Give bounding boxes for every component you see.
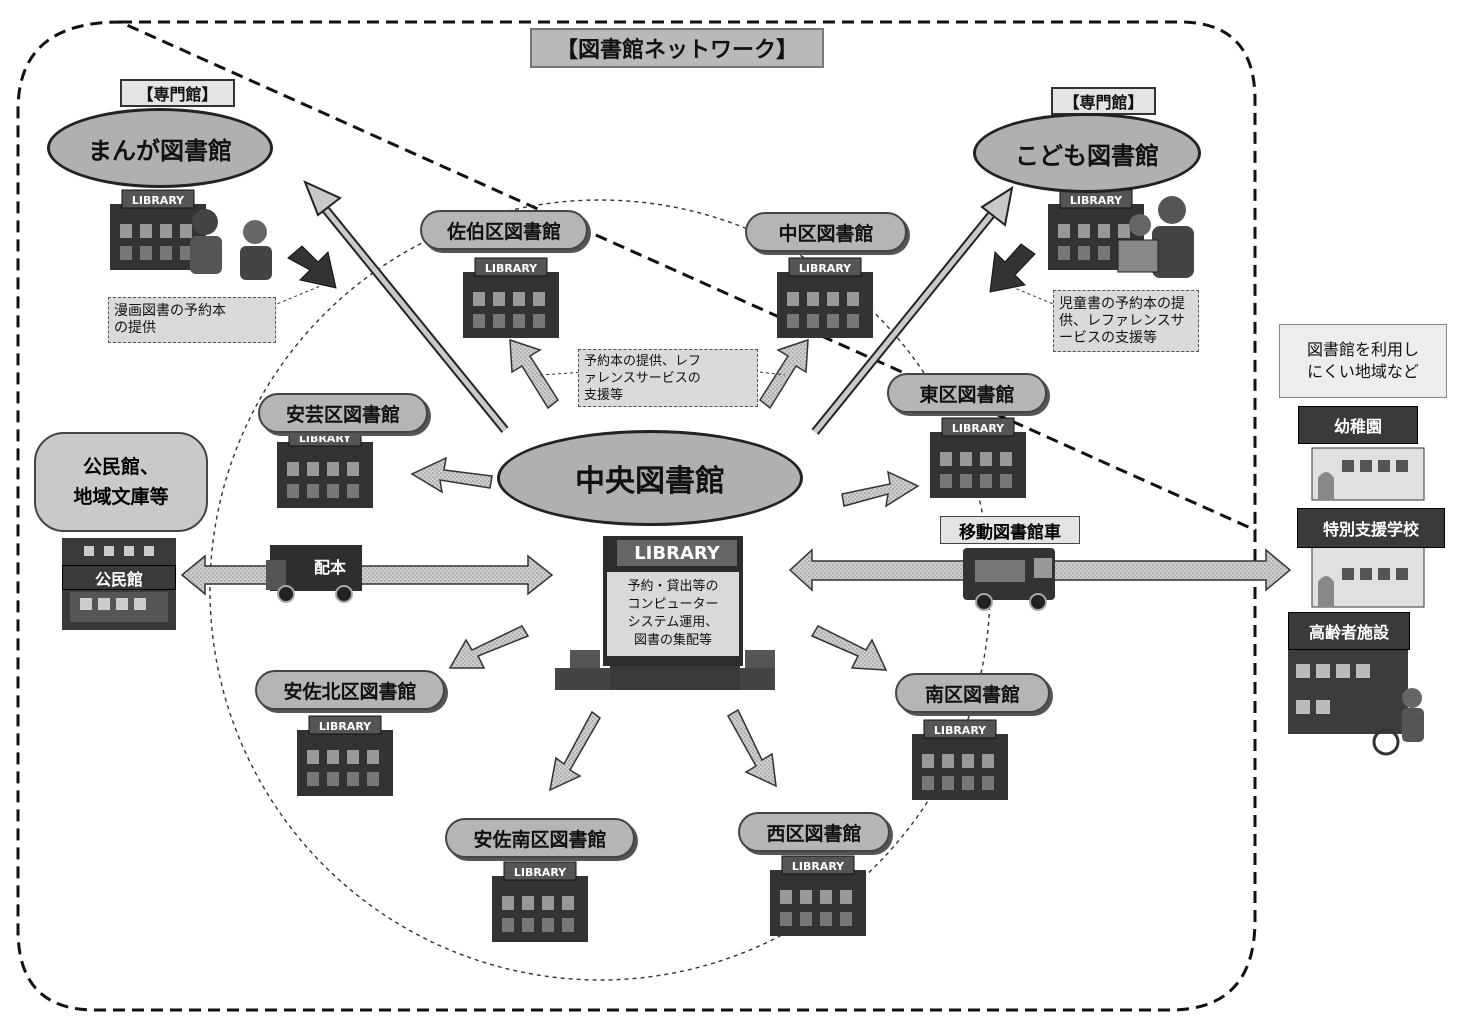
kodomo-library-name: こども図書館 [1015,141,1159,170]
outreach-buildings [1288,447,1425,756]
manga-library-building: LIBRARY [110,189,206,270]
saeki-building-sign: LIBRARY [485,262,538,275]
higashi-label: 東区図書館 [919,383,1015,406]
arrow-to-asaminami [548,710,601,792]
aki-library-building: LIBRARY [277,427,373,508]
kodomo-tag-text: 【専門館】 [1063,93,1144,112]
minami-label: 南区図書館 [924,683,1020,706]
arrow-to-saeki [509,338,559,410]
arrow-to-kodomo [811,185,1014,435]
arrow-to-aki [410,456,493,494]
arrow-kodomo-supply [989,243,1036,293]
asakita-building-sign: LIBRARY [319,720,372,733]
nishi-building-sign: LIBRARY [792,860,845,873]
manga-tag-text: 【専門館】 [137,85,218,104]
manga-building-sign: LIBRARY [132,194,185,207]
manga-note-text: 漫画図書の予約本 の提供 [114,303,226,336]
central-library[interactable]: 中央図書館 [497,430,803,526]
saeki-label: 佐伯区図書館 [446,220,561,243]
asakita-library-building: LIBRARY [297,715,393,796]
minami-building-sign: LIBRARY [934,724,987,737]
outreach-elderly-facility[interactable]: 高齢者施設 [1288,612,1410,650]
mobile-library-truck-icon [963,548,1055,611]
arrow-to-higashi [841,470,920,508]
kodomo-note: 児童書の予約本の提 供、レファレンスサ ービスの支援等 [1053,290,1199,352]
asaminami-label: 安佐南区図書館 [473,828,607,851]
asakita-label: 安佐北区図書館 [283,680,417,703]
delivery-truck-text: 配本 [313,558,346,577]
aki-building-sign: LIBRARY [299,432,352,445]
higashi-building-sign: LIBRARY [952,422,1005,435]
mobile-library-label: 移動図書館車 [940,516,1080,544]
manga-library-name: まんが図書館 [88,136,232,165]
higashi-library-building: LIBRARY [930,417,1026,498]
kindergarten-label: 幼稚園 [1333,417,1382,436]
outreach-kindergarten[interactable]: 幼稚園 [1298,406,1418,444]
diagram-title: 【図書館ネットワーク】 [530,28,824,68]
community-label: 公民館、 地域文庫等 [73,456,169,508]
community-sign-text: 公民館 [94,569,143,589]
mobile-library-text: 移動図書館車 [959,522,1061,543]
nishi-label: 西区図書館 [766,822,862,845]
asaminami-building-sign: LIBRARY [514,866,567,879]
outreach-header-text: 図書館を利用し にくい地域など [1306,340,1419,381]
children-reading-icon [190,209,272,280]
leader-manga-note [271,281,331,307]
naka-library-building: LIBRARY [777,257,873,338]
central-library-name: 中央図書館 [575,464,725,499]
saeki-library-building: LIBRARY [463,257,559,338]
branch-buildings: LIBRARY LIBRARY LIBRARY LIBRARY LIBRARY LIBRA… [110,189,1144,942]
arrow-manga-supply [287,245,337,289]
branch-asakita[interactable]: 安佐北区図書館 [255,670,445,710]
title-text: 【図書館ネットワーク】 [555,38,798,63]
community-bubble[interactable]: 公民館、 地域文庫等 [34,432,208,532]
nishi-library-building: LIBRARY [770,855,866,936]
parent-child-reading-icon [1117,196,1194,278]
arrow-to-asakita [448,625,530,669]
central-description-text: 予約・貸出等の コンピューター システム運用、 図書の集配等 [627,579,719,648]
arrow-to-naka [759,338,809,410]
asaminami-library-building: LIBRARY [492,861,588,942]
kodomo-building-sign: LIBRARY [1070,194,1123,207]
elderly-facility-label: 高齢者施設 [1308,623,1389,642]
naka-building-sign: LIBRARY [799,262,852,275]
arrow-to-minami [810,625,888,671]
branch-nishi[interactable]: 西区図書館 [738,812,890,852]
center-service-note: 予約本の提供、レフ ァレンスサービスの 支援等 [578,349,758,407]
leader-center-left [539,371,586,376]
naka-label: 中区図書館 [778,222,874,245]
manga-special-tag: 【専門館】 [120,79,235,107]
leader-kodomo-note [999,281,1059,307]
arrow-community-double [180,554,554,596]
branch-asaminami[interactable]: 安佐南区図書館 [445,818,635,858]
manga-library[interactable]: まんが図書館 [47,108,273,188]
outreach-special-school[interactable]: 特別支援学校 [1297,508,1445,548]
manga-note: 漫画図書の予約本 の提供 [108,297,276,343]
branch-minami[interactable]: 南区図書館 [895,673,1050,713]
branch-aki[interactable]: 安芸区図書館 [258,393,428,433]
leader-center-right [759,371,786,376]
outreach-header: 図書館を利用し にくい地域など [1279,324,1447,398]
kodomo-note-text: 児童書の予約本の提 供、レファレンスサ ービスの支援等 [1059,295,1185,346]
aki-label: 安芸区図書館 [285,403,400,426]
community-sign: 公民館 [62,565,176,590]
central-library-description: 予約・貸出等の コンピューター システム運用、 図書の集配等 [607,572,739,656]
central-library-sign: LIBRARY [617,540,737,566]
branch-higashi[interactable]: 東区図書館 [887,373,1047,413]
center-note-text: 予約本の提供、レフ ァレンスサービスの 支援等 [584,353,702,403]
minami-library-building: LIBRARY [912,719,1008,800]
kodomo-library[interactable]: こども図書館 [973,113,1201,193]
network-boundary [16,20,1257,1012]
central-sign-text: LIBRARY [634,542,720,564]
branch-saeki[interactable]: 佐伯区図書館 [420,210,588,250]
delivery-truck-label: 配本 [305,553,355,579]
delivery-truck-icon [266,545,362,603]
special-school-label: 特別支援学校 [1322,520,1419,539]
arrow-to-nishi [726,708,777,788]
branch-naka[interactable]: 中区図書館 [745,212,907,252]
arrow-to-manga [303,180,509,433]
kodomo-special-tag: 【専門館】 [1051,87,1156,115]
